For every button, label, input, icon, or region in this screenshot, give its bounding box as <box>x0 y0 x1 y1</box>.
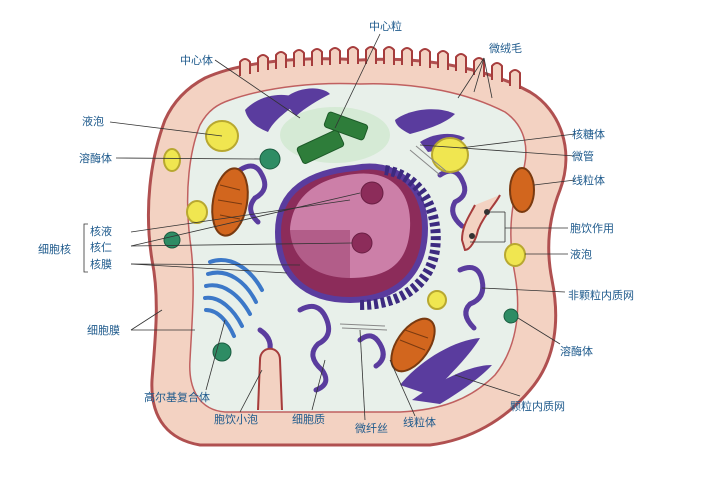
label-cytoplasm: 细胞质 <box>292 413 325 426</box>
label-microtubule: 微管 <box>572 150 594 163</box>
nucleolus-1 <box>360 181 384 205</box>
nucleolus-2 <box>351 232 373 254</box>
rough-er-bottom <box>400 338 492 404</box>
label-vacuole-left: 液泡 <box>82 115 104 128</box>
microfilaments <box>339 145 447 331</box>
label-nucleolus: 核仁 <box>90 241 112 254</box>
rough-er-top <box>245 88 465 152</box>
label-lysosome-left: 溶酶体 <box>79 152 112 165</box>
golgi-apparatus <box>203 258 264 338</box>
label-nucleus-group: 细胞核 <box>38 243 71 256</box>
label-cell-membrane: 细胞膜 <box>87 324 120 337</box>
pinocytic-vesicle <box>257 347 283 411</box>
centriole <box>296 111 369 164</box>
label-microfilament: 微纤丝 <box>355 422 388 435</box>
lysosomes <box>163 148 519 362</box>
label-mitochondria-bottom: 线粒体 <box>403 416 436 429</box>
mitochondrion-right <box>509 167 535 213</box>
label-pinocytosis: 胞饮作用 <box>570 222 614 235</box>
label-golgi: 高尔基复合体 <box>144 391 210 404</box>
label-microvilli: 微绒毛 <box>489 42 522 55</box>
microvilli <box>239 46 521 89</box>
label-lysosome-right: 溶酶体 <box>560 345 593 358</box>
leader-lines <box>83 33 576 421</box>
label-smooth-er: 非颗粒内质网 <box>568 289 634 302</box>
label-pinocytic-vesicle: 胞饮小泡 <box>214 413 258 426</box>
label-ribosome: 核糖体 <box>572 128 605 141</box>
label-rough-er: 颗粒内质网 <box>510 400 565 413</box>
nucleus <box>274 163 441 310</box>
label-centriole: 中心粒 <box>369 20 402 33</box>
label-vacuole-right: 液泡 <box>570 248 592 261</box>
label-centrosome: 中心体 <box>180 54 213 67</box>
label-nuclear-sap: 核液 <box>90 225 112 238</box>
label-mitochondria-right: 线粒体 <box>572 174 605 187</box>
label-nuclear-envelope: 核膜 <box>90 258 112 271</box>
